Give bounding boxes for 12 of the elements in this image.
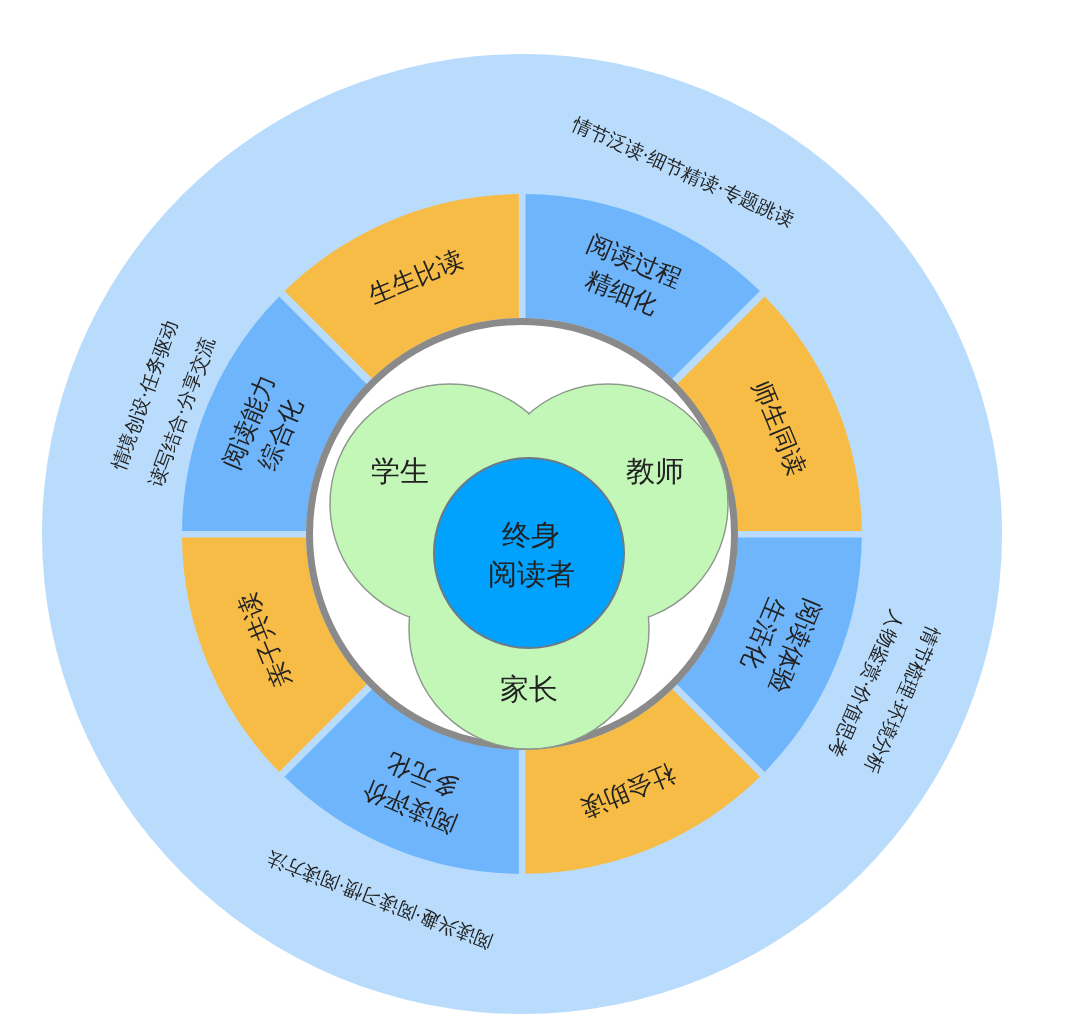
ring-text: 阅读兴趣·阅读习惯·阅读方法: [263, 846, 497, 955]
segment-label: 亲子共读: [231, 587, 299, 695]
segment-label: 师生同读: [745, 374, 813, 482]
lobe-label: 家长: [500, 671, 558, 709]
lobe-label: 学生: [371, 453, 429, 491]
segment-label: 阅读评价多元化: [356, 746, 464, 842]
segment-label: 生生比读: [362, 243, 469, 312]
center-label: 终身阅读者: [487, 516, 575, 593]
segment-label: 阅读能力综合化: [215, 368, 310, 477]
segment-label: 社会助读: [575, 757, 682, 826]
segment-label: 阅读体验生活化: [734, 592, 829, 701]
lobe-label: 教师: [626, 453, 684, 491]
